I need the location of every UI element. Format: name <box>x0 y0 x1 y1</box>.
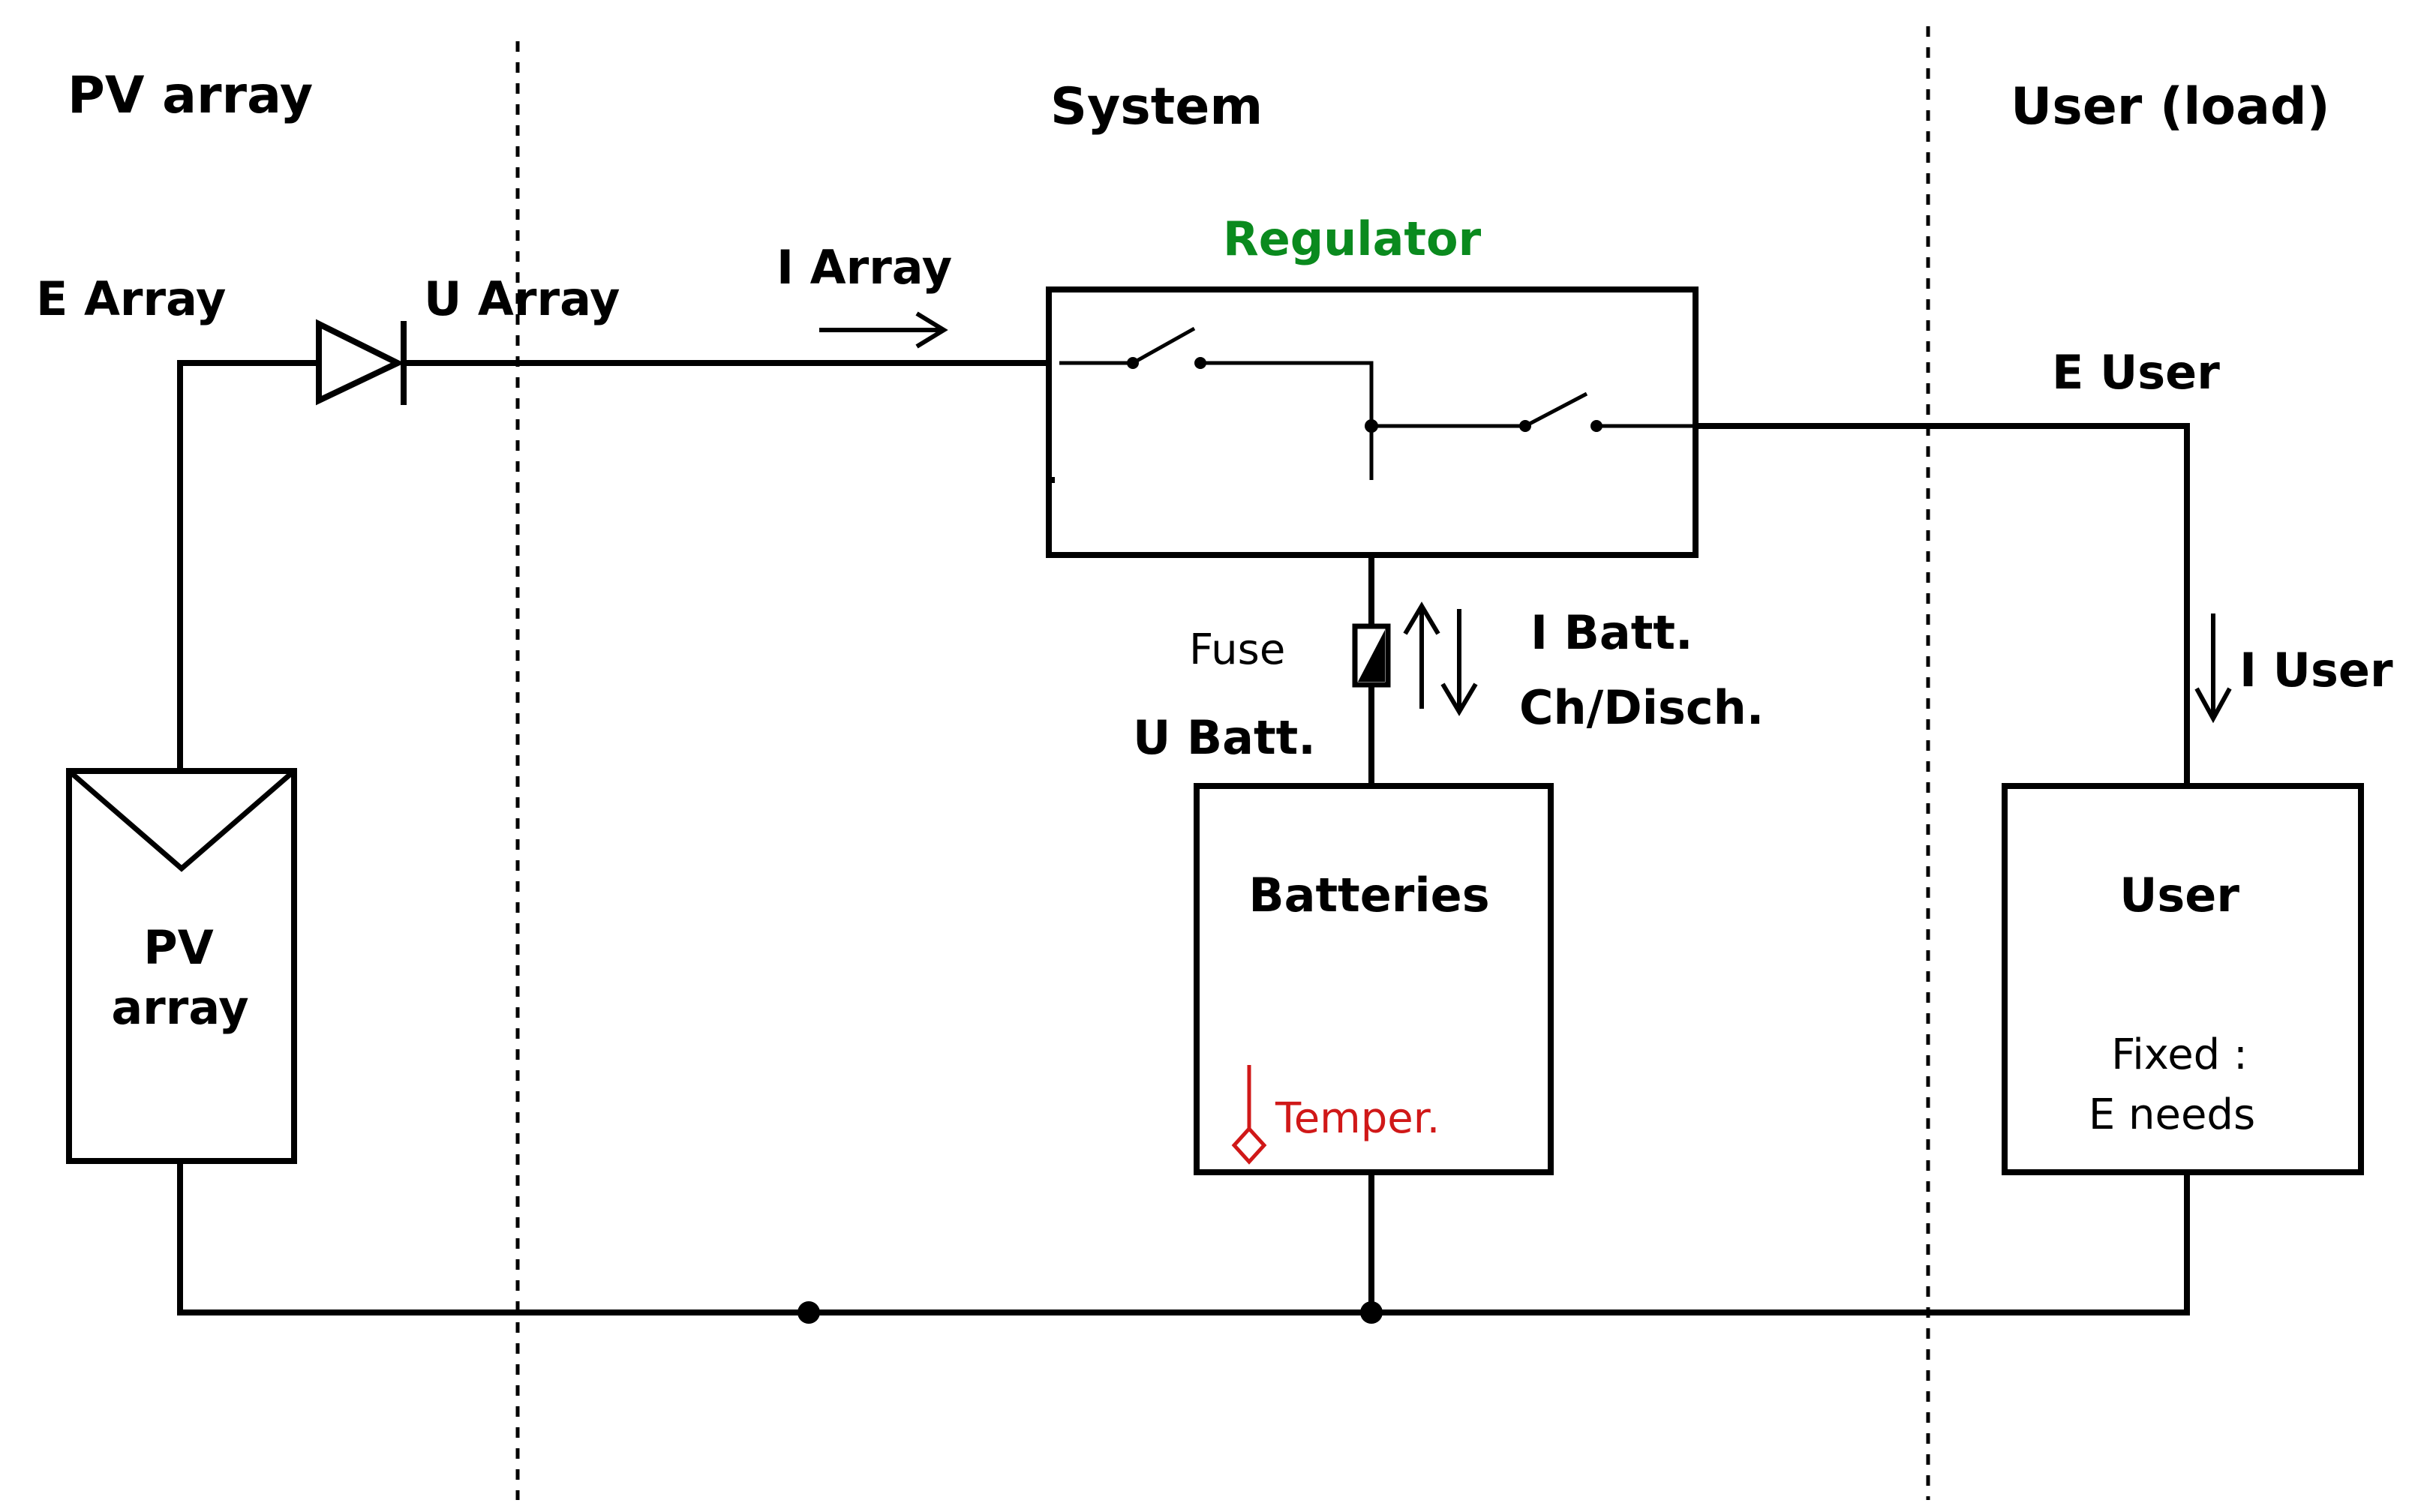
label-i-batt: I Batt. <box>1530 605 1693 660</box>
label-e-array: E Array <box>36 272 226 326</box>
batteries-label: Batteries <box>1248 868 1489 922</box>
pv-array-label-line2: array <box>111 980 248 1035</box>
user-load-block: User Fixed : E needs <box>2002 783 2364 1175</box>
wire-return <box>177 1158 2190 1316</box>
fuse-icon <box>1352 623 1391 688</box>
batteries-block: Batteries Temper. <box>1194 783 1554 1175</box>
arrow-down-user-icon <box>2194 614 2232 724</box>
thermometer-icon <box>1231 1065 1267 1165</box>
label-i-array: I Array <box>776 240 952 295</box>
label-fuse: Fuse <box>1189 626 1285 674</box>
section-title-user-load: User (load) <box>2011 77 2330 136</box>
label-ch-disch: Ch/Disch. <box>1519 680 1764 735</box>
label-u-batt: U Batt. <box>1133 710 1316 765</box>
junction-node <box>797 1301 820 1324</box>
wire-regulator-to-user <box>1693 423 2190 783</box>
label-i-user: I User <box>2239 643 2393 698</box>
label-temper: Temper. <box>1275 1094 1440 1143</box>
junction-node <box>1360 1301 1383 1324</box>
pv-array-label-line1: PV <box>143 920 213 975</box>
section-title-system: System <box>1050 77 1263 136</box>
label-e-user: E User <box>2052 345 2220 400</box>
label-regulator: Regulator <box>1223 212 1482 266</box>
pv-array-module: PV array <box>66 768 297 1164</box>
regulator-internal-circuit <box>1047 326 1696 483</box>
arrow-right-icon <box>819 311 948 349</box>
label-u-array: U Array <box>424 272 620 326</box>
user-note-line2: E needs <box>2089 1090 2255 1139</box>
section-title-pv-array: PV array <box>68 66 313 125</box>
user-note-line1: Fixed : <box>2111 1030 2248 1079</box>
arrow-up-icon <box>1403 602 1440 709</box>
arrow-down-icon <box>1440 609 1478 716</box>
user-label: User <box>2119 868 2239 922</box>
wire-array-positive <box>177 360 322 774</box>
diode-icon <box>316 319 407 406</box>
switch-icon <box>1131 326 1196 365</box>
